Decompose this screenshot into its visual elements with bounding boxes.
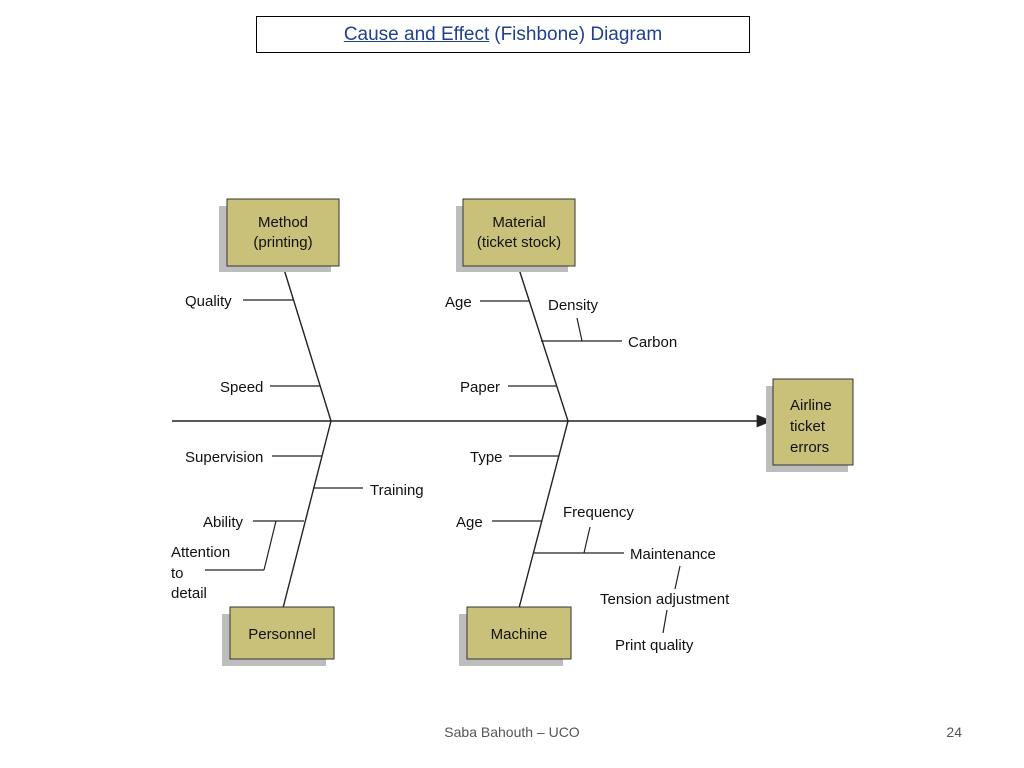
cause-personnel-attention-line1: Attention <box>171 544 230 561</box>
cause-personnel-attention-line3: detail <box>171 585 207 602</box>
category-label-method-line2: (printing) <box>253 234 312 251</box>
footer-author: Saba Bahouth – UCO <box>444 724 580 740</box>
branch-machine-print-quality-tick <box>662 609 668 634</box>
effect-label-line3: errors <box>790 439 829 456</box>
category-label-method-line1: Method <box>258 214 308 231</box>
effect-box: Airline ticket errors <box>766 378 854 472</box>
category-label-machine: Machine <box>491 626 548 643</box>
category-label-personnel: Personnel <box>248 626 316 643</box>
cause-material-density: Density <box>548 297 599 314</box>
bone-method <box>282 265 332 422</box>
cause-material-carbon: Carbon <box>628 334 677 351</box>
slide-title: Cause and Effect (Fishbone) Diagram <box>256 16 750 53</box>
branch-material-density-tick <box>576 317 583 342</box>
cause-machine-type: Type <box>470 449 503 466</box>
branch-machine-tension-tick <box>674 565 681 590</box>
branch-personnel-attention-tick <box>263 520 277 571</box>
cause-material-paper: Paper <box>460 379 500 396</box>
bone-machine <box>518 420 569 609</box>
effect-label-line2: ticket <box>790 418 826 435</box>
cause-personnel-supervision: Supervision <box>185 449 263 466</box>
cause-machine-age: Age <box>456 514 483 531</box>
cause-and-effect-link[interactable]: Cause and Effect <box>343 23 490 45</box>
category-box-material: Material (ticket stock) <box>456 198 576 272</box>
category-label-material-line1: Material <box>492 214 545 231</box>
cause-machine-tension: Tension adjustment <box>600 591 730 608</box>
cause-machine-frequency: Frequency <box>563 504 634 521</box>
cause-machine-print-quality: Print quality <box>615 637 694 654</box>
category-label-material-line2: (ticket stock) <box>477 234 561 251</box>
footer-page-number: 24 <box>946 724 962 740</box>
category-box-machine: Machine <box>459 606 572 666</box>
cause-personnel-ability: Ability <box>203 514 244 531</box>
bone-material <box>517 265 569 422</box>
title-rest-text: (Fishbone) Diagram <box>494 23 663 45</box>
cause-machine-maintenance: Maintenance <box>630 546 716 563</box>
cause-method-quality: Quality <box>185 293 232 310</box>
cause-material-age: Age <box>445 294 472 311</box>
cause-method-speed: Speed <box>220 379 263 396</box>
branch-machine-frequency-tick <box>583 526 591 554</box>
category-box-method: Method (printing) <box>219 198 340 272</box>
bone-personnel <box>282 420 332 609</box>
effect-label-line1: Airline <box>790 397 832 414</box>
cause-personnel-attention-line2: to <box>171 565 184 582</box>
cause-personnel-training: Training <box>370 482 424 499</box>
category-box-personnel: Personnel <box>222 606 335 666</box>
